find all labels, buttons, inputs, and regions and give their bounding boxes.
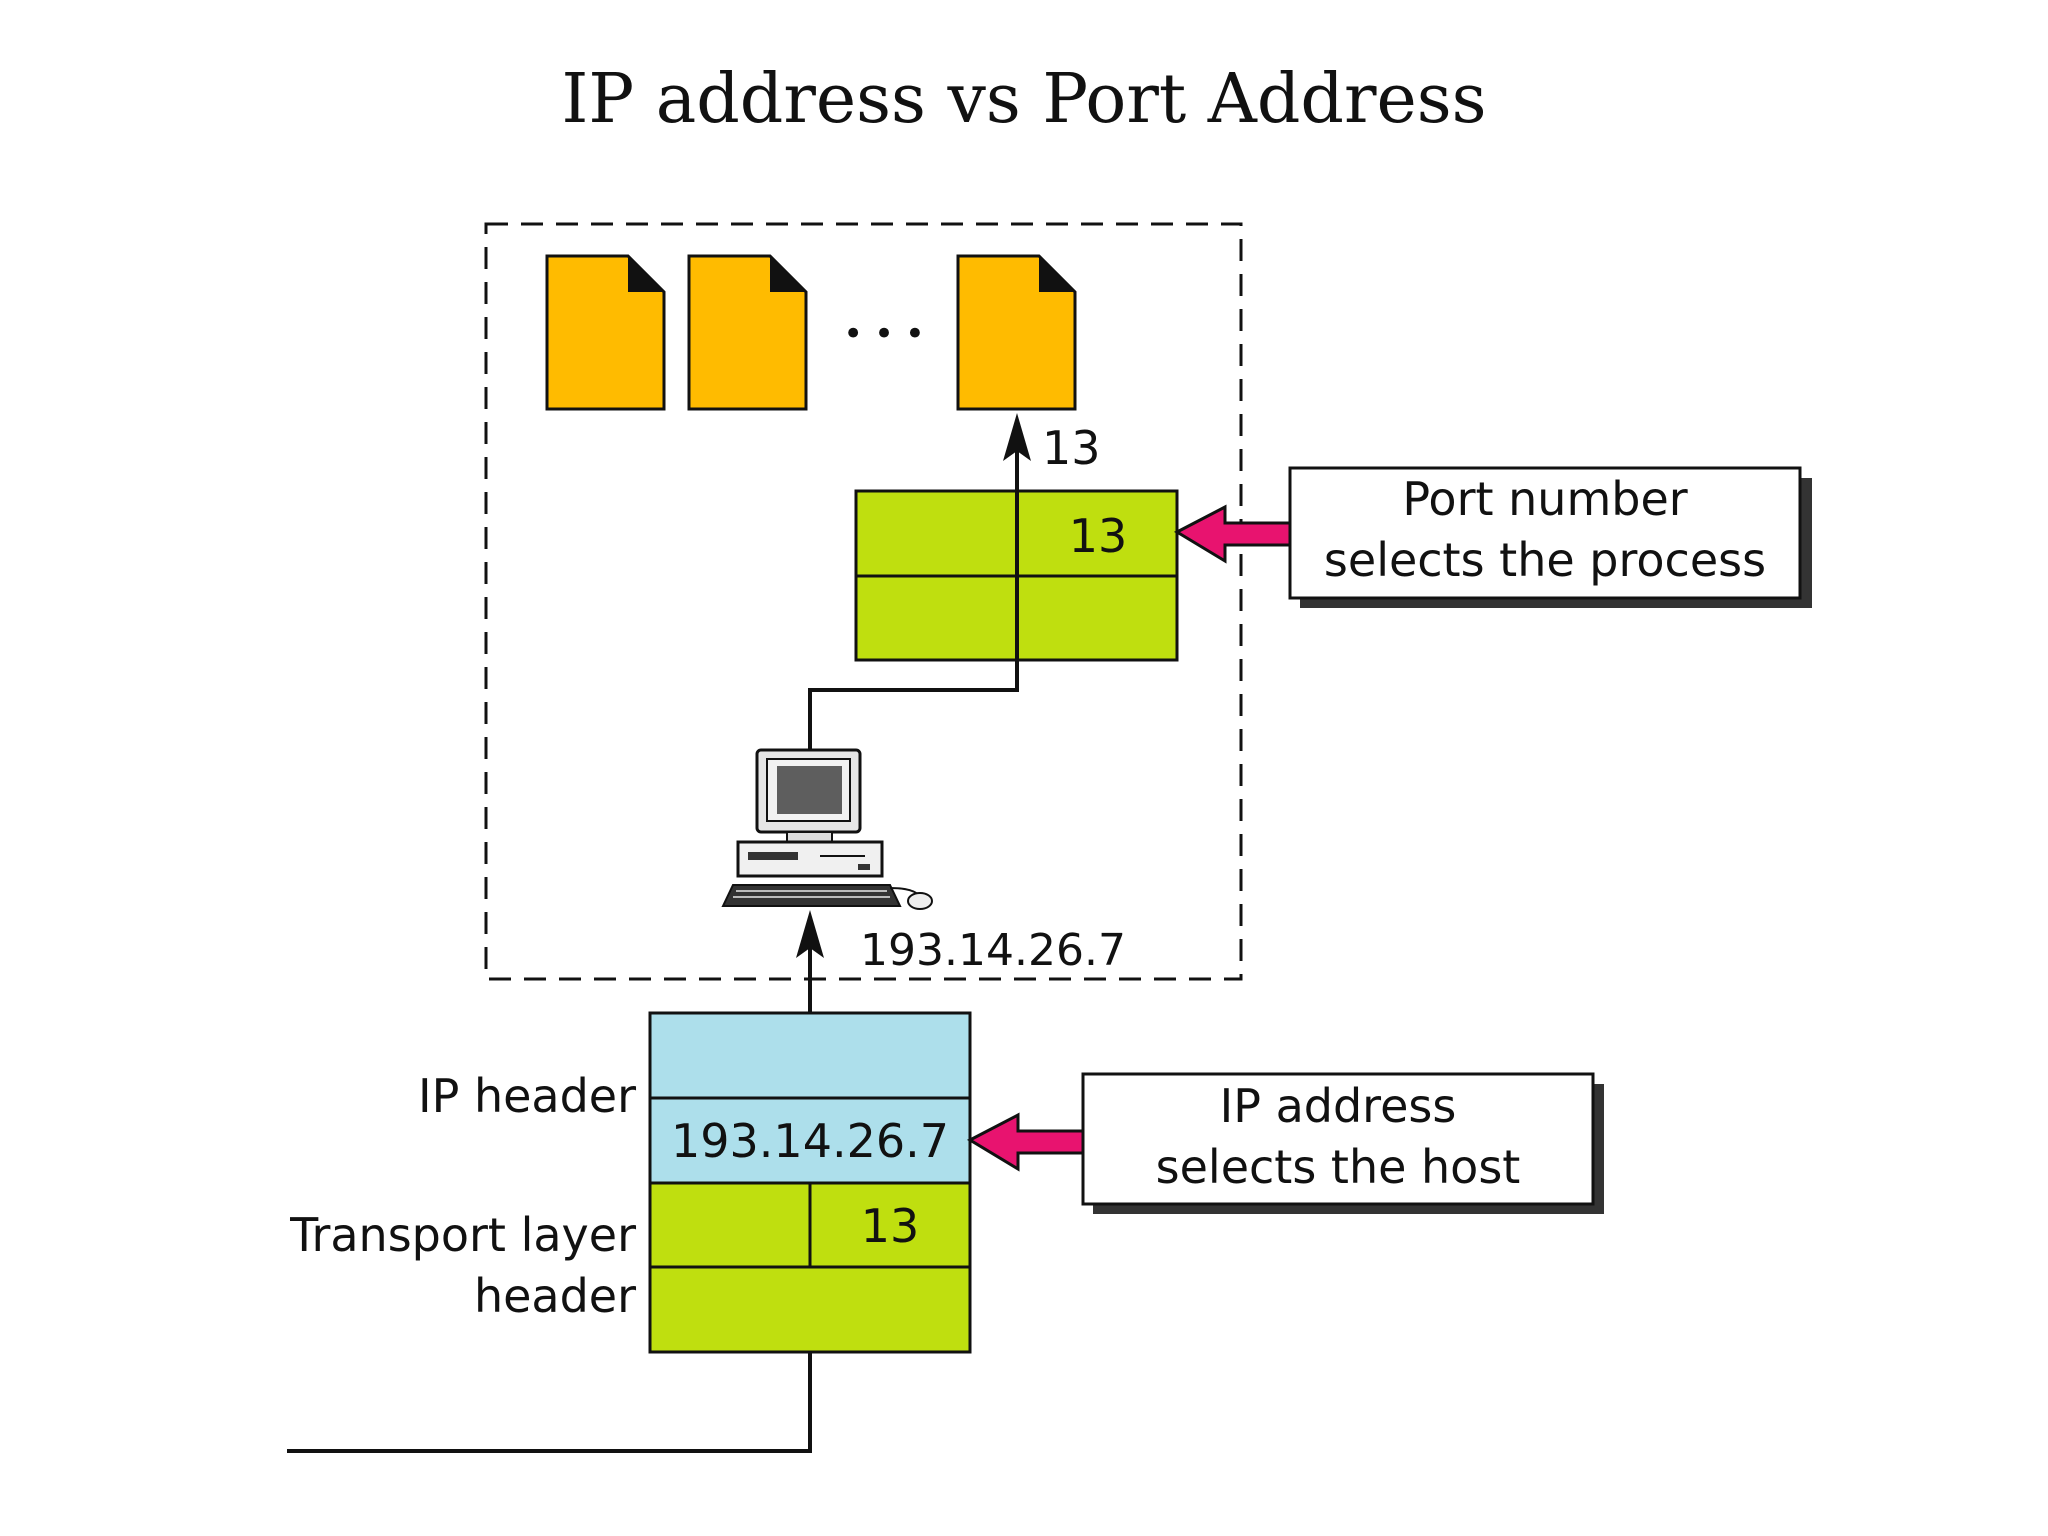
computer-icon bbox=[721, 748, 933, 910]
ip-callout-box bbox=[1081, 1072, 1595, 1206]
process-icon bbox=[687, 254, 808, 411]
arrow-head-up-icon bbox=[796, 910, 824, 958]
port-callout-line1: Port number bbox=[1402, 472, 1687, 526]
ip-callout-line2: selects the host bbox=[1156, 1140, 1521, 1194]
ellipsis-dots: • • • bbox=[843, 314, 925, 354]
process-icon bbox=[545, 254, 666, 411]
process-icon-target bbox=[956, 254, 1077, 411]
port-callout-line2: selects the process bbox=[1324, 533, 1766, 587]
incoming-line bbox=[287, 1352, 812, 1453]
transport-header-label-cont: header bbox=[474, 1269, 636, 1323]
ip-callout-line1: IP address bbox=[1220, 1079, 1457, 1133]
port-callout-box bbox=[1288, 466, 1802, 600]
packet-ip-value: 193.14.26.7 bbox=[671, 1114, 949, 1168]
port-number-label: 13 bbox=[1042, 421, 1101, 475]
host-boundary bbox=[484, 222, 1243, 981]
ip-header-label: IP header bbox=[418, 1069, 636, 1123]
flow-line-upper bbox=[808, 445, 1019, 752]
ip-pointer-arrow-icon bbox=[966, 1112, 1085, 1172]
packet-port-value: 13 bbox=[861, 1199, 920, 1253]
packet bbox=[648, 1011, 972, 1354]
port-pointer-arrow-icon bbox=[1173, 504, 1292, 564]
diagram-title: IP address vs Port Address bbox=[561, 60, 1486, 139]
arrow-head-up-icon bbox=[1003, 413, 1031, 461]
transport-header-label: Transport layer bbox=[289, 1208, 636, 1262]
host-port-value: 13 bbox=[1069, 509, 1128, 563]
host-ip-label: 193.14.26.7 bbox=[860, 925, 1126, 976]
